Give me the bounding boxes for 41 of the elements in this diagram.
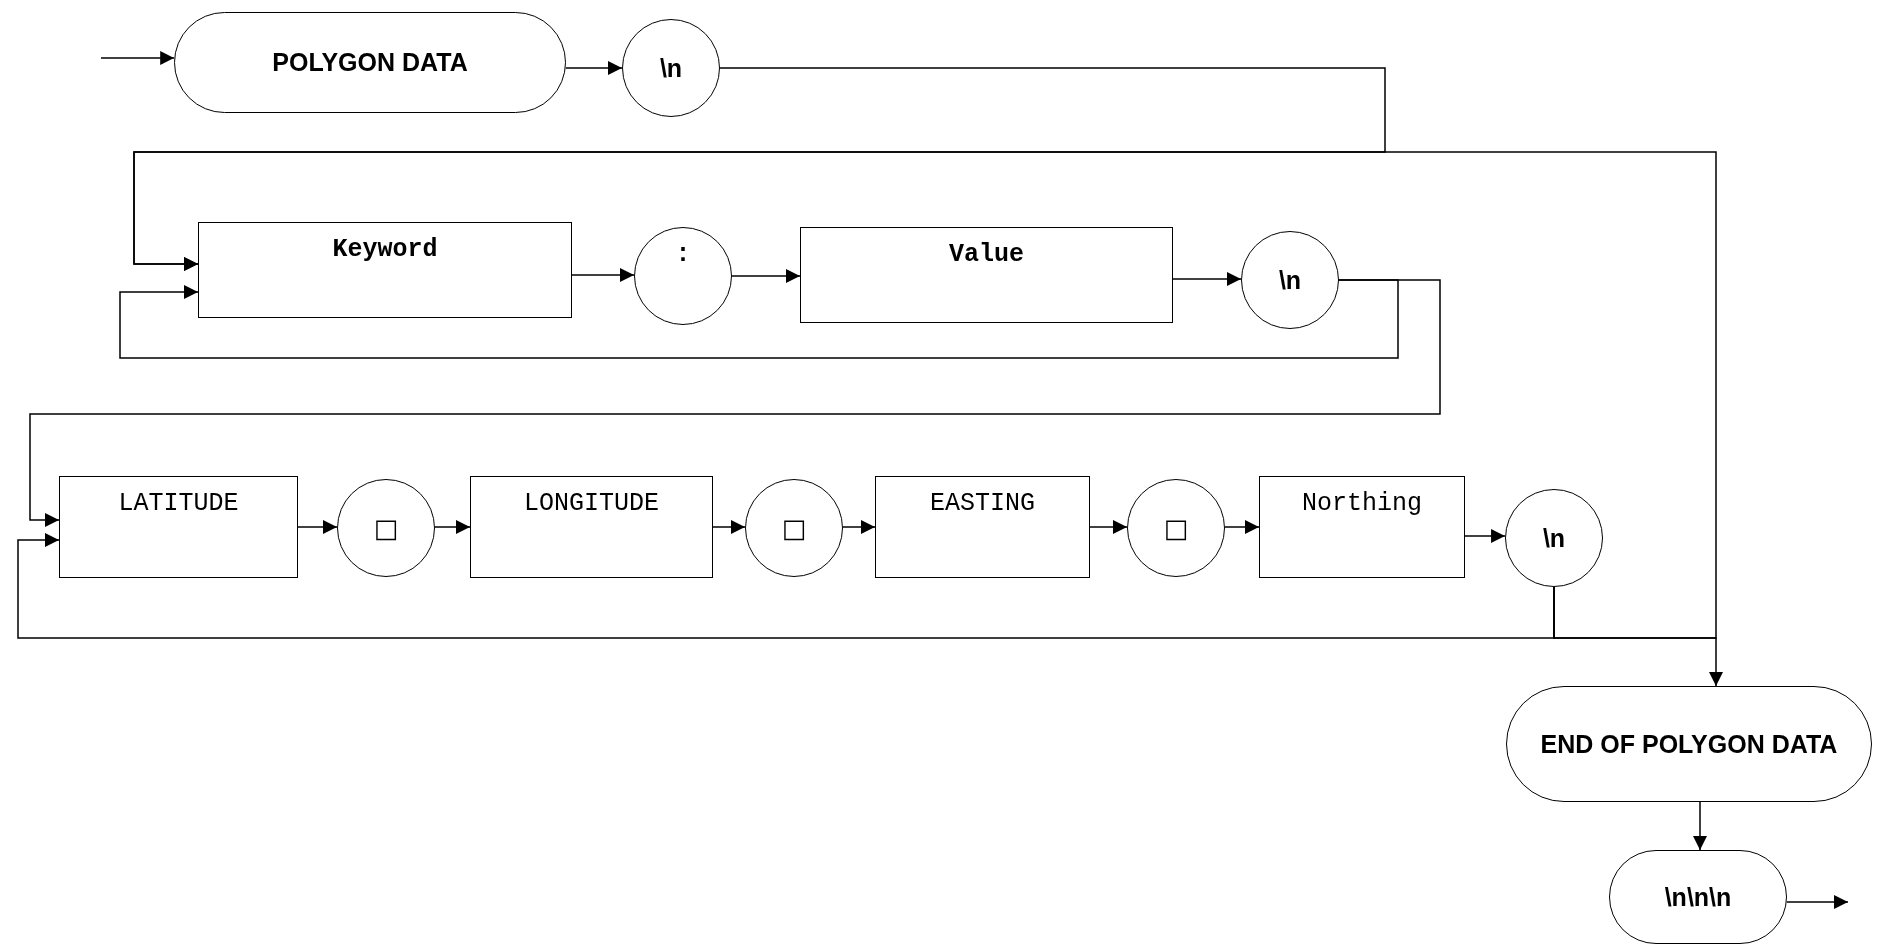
element-box [1259, 476, 1465, 578]
element-box [198, 222, 572, 318]
arrow [297, 520, 338, 534]
node-label: LONGITUDE [524, 489, 659, 518]
node-label: \n [1542, 523, 1566, 553]
arrow [564, 61, 623, 75]
arrow [1172, 272, 1242, 286]
node-label: \n [1278, 265, 1302, 295]
arrow [571, 268, 635, 282]
node-label: Northing [1302, 489, 1422, 518]
node-label: \n\n\n [1664, 882, 1732, 912]
arrow [1089, 520, 1128, 534]
node-label: LATITUDE [118, 489, 239, 518]
element-box [59, 476, 298, 578]
node-label: □ [1163, 513, 1189, 543]
node-label: END OF POLYGON DATA [1540, 729, 1838, 759]
node-label: Keyword [332, 235, 438, 264]
element-box [800, 227, 1173, 323]
node-label: □ [781, 513, 807, 543]
node-label: : [675, 240, 691, 269]
arrow [434, 520, 471, 534]
arrow [1464, 529, 1506, 543]
arrow [119, 279, 1399, 359]
arrow [1224, 520, 1260, 534]
arrow [133, 151, 1717, 639]
arrow [17, 533, 1555, 639]
node-label: Value [949, 240, 1024, 269]
arrow [712, 520, 746, 534]
arrow [842, 520, 876, 534]
node-label: □ [373, 513, 399, 543]
arrow [1693, 801, 1707, 851]
arrow [1786, 895, 1849, 909]
node-label: POLYGON DATA [272, 48, 468, 77]
arrow [29, 279, 1441, 527]
arrow [731, 269, 801, 283]
arrow [100, 51, 175, 65]
element-box [470, 476, 713, 578]
node-label: \n [659, 53, 683, 83]
node-label: EASTING [930, 489, 1035, 518]
arrow [1553, 586, 1723, 687]
element-box [875, 476, 1090, 578]
